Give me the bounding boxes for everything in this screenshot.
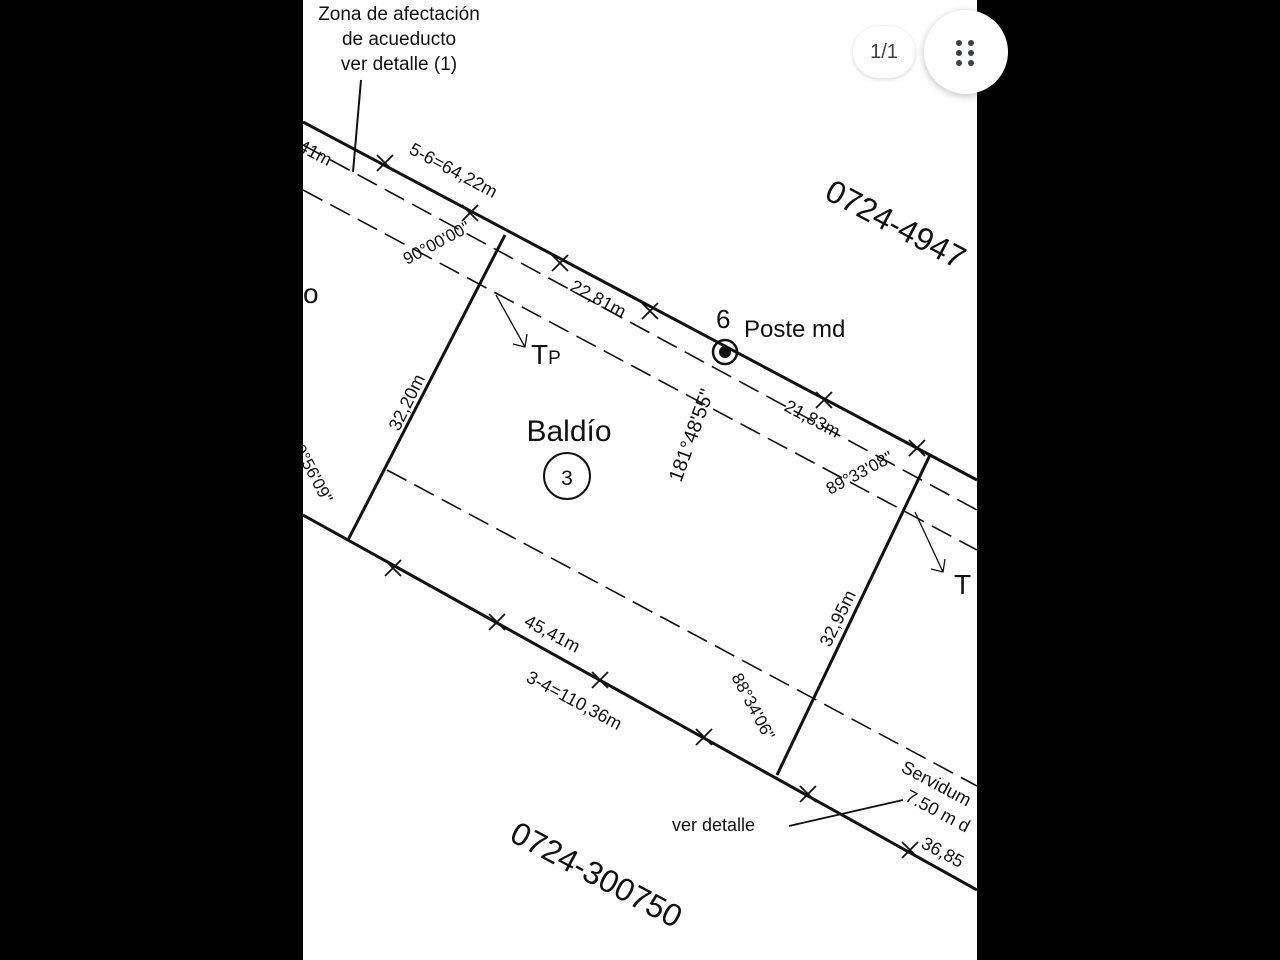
poste-marker-dot xyxy=(719,346,731,358)
poste-marker-icon xyxy=(711,338,739,366)
tp-left-label: TP xyxy=(531,339,561,370)
grid-dot xyxy=(968,40,974,46)
survey-plan-page: Zona de afectación de acueducto ver deta… xyxy=(303,0,977,960)
poste-label: Poste md xyxy=(744,316,845,343)
grid-dot xyxy=(956,50,962,56)
lot-title-label: Baldío xyxy=(526,415,611,448)
bottom-boundary-line xyxy=(303,513,977,892)
tp-arrow-right xyxy=(914,511,946,573)
dist-5-6-label: 5-6=64,22m xyxy=(406,139,501,202)
lot-number-circle xyxy=(543,452,591,500)
survey-plan-drawing: Zona de afectación de acueducto ver deta… xyxy=(303,4,977,935)
easement-lines xyxy=(303,144,977,787)
zone-note-line-2: de acueducto xyxy=(342,29,456,50)
tick-mark xyxy=(799,785,817,803)
tp-arrow-left xyxy=(495,294,528,348)
tick-mark xyxy=(461,204,479,222)
tp-arrows xyxy=(495,294,946,827)
dist-top-a-label: 22,81m xyxy=(567,276,629,322)
dist-bottom-right-label: 36,85 xyxy=(918,833,967,872)
grid-dot xyxy=(956,40,962,46)
left-cut-label: o xyxy=(303,278,319,309)
tick-mark xyxy=(641,302,659,320)
tick-mark xyxy=(488,613,506,631)
grid-dot xyxy=(968,60,974,66)
zone-note-line-3: ver detalle (1) xyxy=(341,54,457,75)
tick-mark xyxy=(376,154,394,172)
zone-note-line-1: Zona de afectación xyxy=(318,4,480,25)
dist-bottom-a-label: 45,41m xyxy=(521,611,583,657)
tick-mark xyxy=(695,728,713,746)
parcel-bottom-label: 0724-300750 xyxy=(505,814,688,934)
ver-detalle-label: ver detalle xyxy=(672,815,755,835)
plan-labels: Zona de afectación de acueducto ver deta… xyxy=(303,4,975,935)
apps-menu-button[interactable] xyxy=(924,10,1008,94)
tick-mark xyxy=(591,671,609,689)
parcel-top-right-label: 0724-4947 xyxy=(820,172,972,276)
tick-mark xyxy=(901,841,919,859)
apps-grid-icon xyxy=(956,40,976,66)
page-counter: 1/1 xyxy=(853,26,915,78)
tick-mark xyxy=(908,439,926,457)
zone-leader-line xyxy=(352,79,362,173)
tick-mark xyxy=(384,559,402,577)
left-lot-line xyxy=(346,234,507,541)
ver-detalle-leader xyxy=(788,799,904,827)
easement-dashed-line-3 xyxy=(386,469,977,787)
easement-dashed-line-1 xyxy=(303,144,977,511)
angle-bottom-left-label: 89°56'09" xyxy=(303,433,336,506)
angle-top-left-label: 90°00'00" xyxy=(400,218,473,269)
lot-number-label: 3 xyxy=(561,467,573,490)
tp-right-label: T xyxy=(954,569,971,600)
tick-mark xyxy=(815,391,833,409)
angle-center-label: 181°48'55" xyxy=(665,386,719,484)
dist-3-4-label: 3-4=110,36m xyxy=(523,667,625,734)
grid-dot xyxy=(968,50,974,56)
dist-left-top-label: 41m xyxy=(303,136,335,170)
right-lot-line xyxy=(775,454,932,776)
boundary-lines xyxy=(303,79,977,892)
easement-dashed-line-2 xyxy=(303,189,977,551)
point-number-label: 6 xyxy=(716,304,730,334)
top-boundary-line xyxy=(303,120,977,482)
grid-dot xyxy=(956,60,962,66)
tick-marks xyxy=(376,154,926,859)
tick-mark xyxy=(551,254,569,272)
dist-left-side-label: 32,20m xyxy=(385,371,429,434)
angle-bottom-right-label: 88°34'06" xyxy=(727,670,778,743)
